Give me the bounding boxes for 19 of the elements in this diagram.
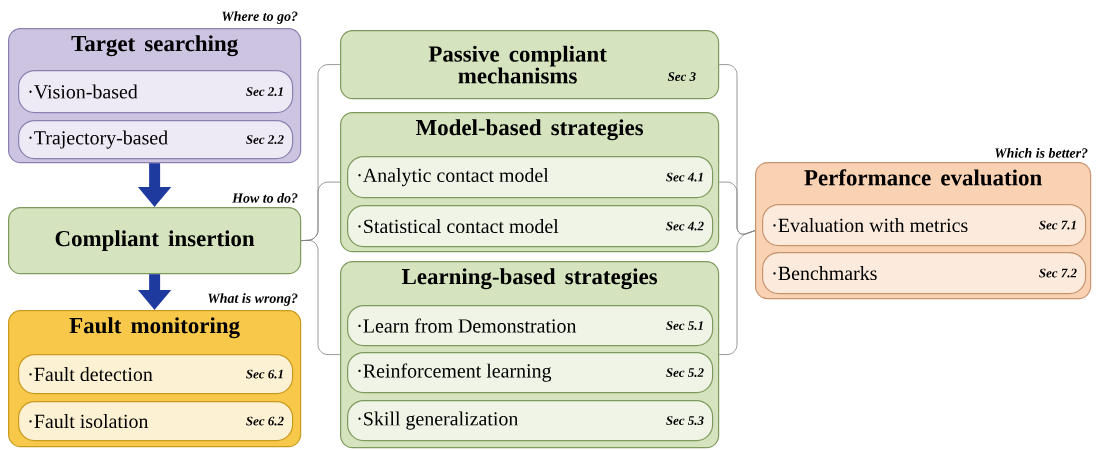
item-box: ·Learn from Demonstration Sec 5.1 xyxy=(347,305,714,347)
connector-line xyxy=(718,230,756,355)
question-label: How to do? xyxy=(232,192,298,203)
question-label: What is wrong? xyxy=(208,293,298,306)
item-box: ·Skill generalization Sec 5.3 xyxy=(347,400,714,442)
item-box: ·Benchmarks Sec 7.2 xyxy=(762,252,1087,295)
item-box: ·Analytic contact model Sec 4.1 xyxy=(347,156,714,199)
item-box: ·Fault detection Sec 6.1 xyxy=(18,354,294,395)
item-box: ·Reinforcement learning Sec 5.2 xyxy=(347,352,714,394)
process-box: Compliant insertion xyxy=(8,207,302,275)
question-label: Where to go? xyxy=(222,11,298,24)
connector-line xyxy=(300,239,341,355)
item-box: ·Statistical contact model Sec 4.2 xyxy=(347,205,714,248)
item-box: ·Fault isolation Sec 6.2 xyxy=(18,401,294,442)
item-box: ·Trajectory-based Sec 2.2 xyxy=(18,120,294,160)
process-box: Passive compliant mechanisms Sec 3 xyxy=(340,30,720,100)
item-box: ·Vision-based Sec 2.1 xyxy=(18,70,294,114)
question-label: Which is better? xyxy=(995,147,1088,158)
item-box: ·Evaluation with metrics Sec 7.1 xyxy=(762,204,1087,247)
